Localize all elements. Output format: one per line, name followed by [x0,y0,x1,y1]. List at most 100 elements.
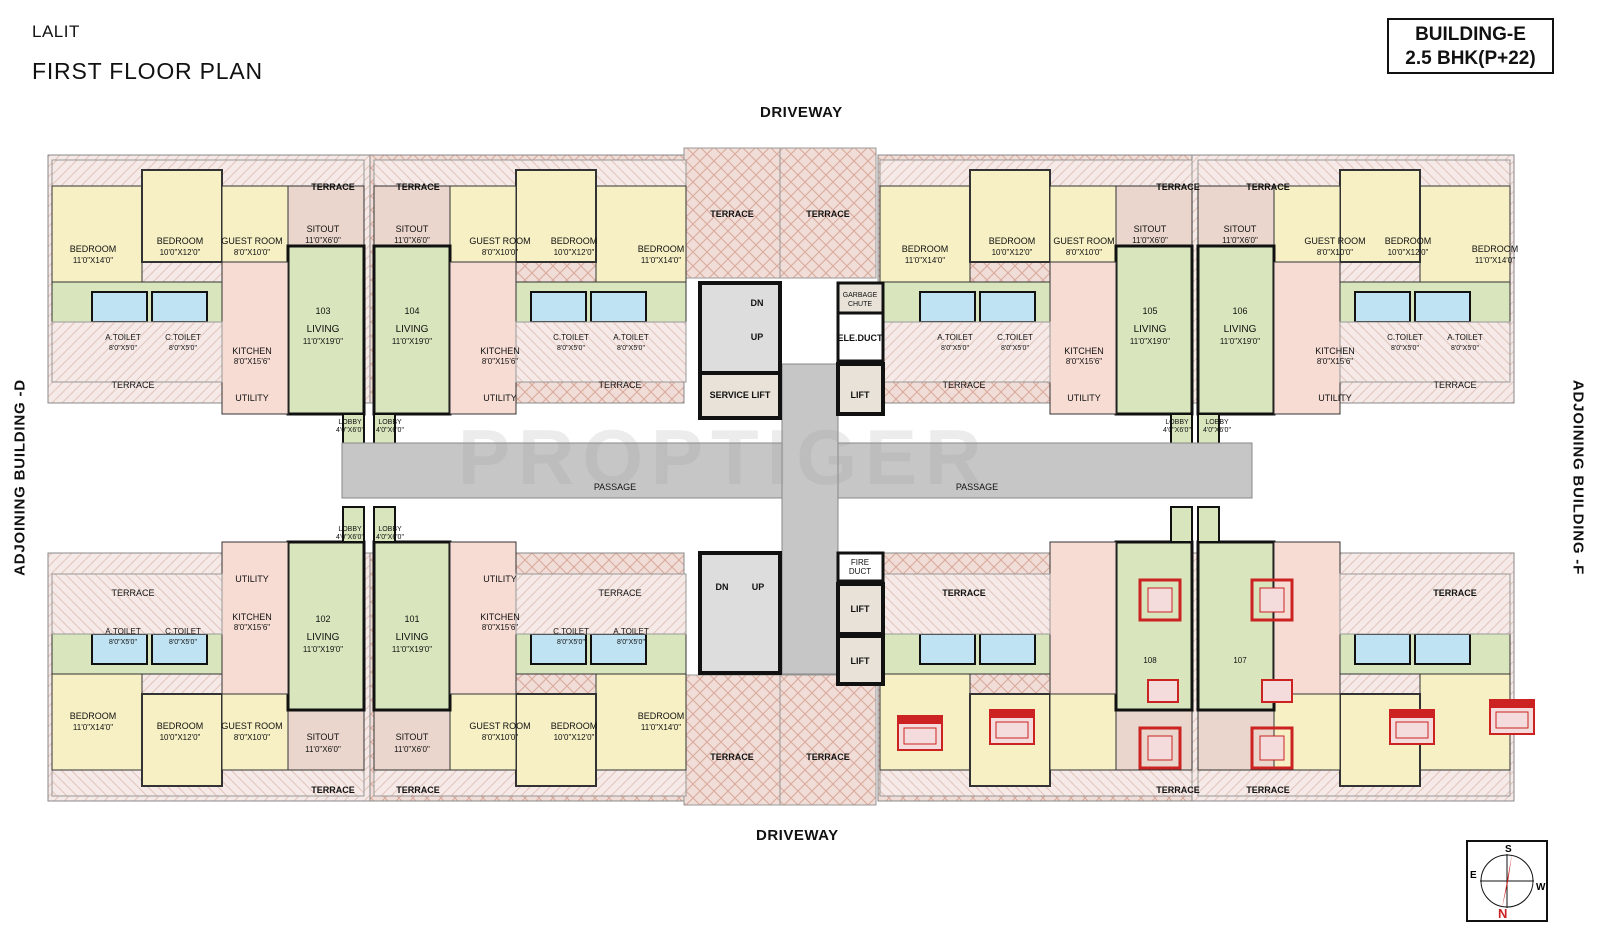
terrace-label: TERRACE [111,588,154,598]
a-toilet-label: A.TOILET [613,333,649,342]
lobby-label: LOBBY [378,419,402,426]
stair-dn-label: DN [751,298,764,308]
sitout-label: SITOUT [1134,224,1167,234]
a-toilet-label: A.TOILET [937,333,973,342]
living-label: LIVING [307,324,340,335]
guest-room-label: GUEST ROOM [221,721,282,731]
living-size: 11'0"X19'0" [303,645,343,654]
terrace-label: TERRACE [598,588,641,598]
sitout-size: 11'0"X6'0" [394,236,430,245]
utility-label: UTILITY [483,393,517,403]
toilet-size: 8'0"X5'0" [1451,345,1479,352]
core-terrace-label: TERRACE [806,752,850,762]
c-toilet-label: C.TOILET [165,627,201,636]
bedroom-label: BEDROOM [902,244,949,254]
terrace-label: TERRACE [1156,785,1200,795]
service-lift-label: SERVICE LIFT [710,390,771,400]
lobby-label: LOBBY [1205,419,1229,426]
c-toilet-label: C.TOILET [553,333,589,342]
guest-room-size: 8'0"X10'0" [234,733,270,742]
compass: S E W N [1466,840,1548,922]
unit-number-102: 102 [315,614,330,624]
garbage-chute-label: CHUTE [848,301,872,308]
kitchen-label: KITCHEN [232,612,272,622]
terrace-label: TERRACE [396,785,440,795]
unit-number-108: 108 [1143,656,1157,665]
compass-e: E [1470,870,1477,881]
kitchen-size: 8'0"X15'6" [482,357,518,366]
unit-number-104: 104 [404,306,419,316]
living-size: 11'0"X19'0" [1220,337,1260,346]
guest-room-size: 8'0"X10'0" [482,248,518,257]
living-size: 11'0"X19'0" [392,337,432,346]
bedroom-label: BEDROOM [157,236,204,246]
kitchen-size: 8'0"X15'6" [1066,357,1102,366]
toilet-size: 8'0"X5'0" [169,345,197,352]
terrace-label: TERRACE [1156,182,1200,192]
guest-room-label: GUEST ROOM [469,236,530,246]
unit-number-103: 103 [315,306,330,316]
terrace-label: TERRACE [942,588,986,598]
c-toilet-label: C.TOILET [1387,333,1423,342]
living-size: 11'0"X19'0" [303,337,343,346]
lift-label: LIFT [851,604,870,614]
bedroom-label: BEDROOM [157,721,204,731]
lobby-label: LOBBY [378,526,402,533]
toilet-size: 8'0"X5'0" [941,345,969,352]
compass-rose-icon: S E W N [1470,844,1546,921]
bedroom-size: 11'0"X14'0" [73,723,113,732]
kitchen-label: KITCHEN [1064,346,1104,356]
living-label: LIVING [396,324,429,335]
lift-label: LIFT [851,390,870,400]
guest-room-size: 8'0"X10'0" [1066,248,1102,257]
bedroom-label: BEDROOM [989,236,1036,246]
utility-label: UTILITY [235,574,269,584]
driveway-bottom-label: DRIVEWAY [756,827,839,844]
toilet-size: 8'0"X5'0" [1001,345,1029,352]
furniture-group [897,578,1535,770]
kitchen-label: KITCHEN [232,346,272,356]
c-toilet-label: C.TOILET [997,333,1033,342]
project-name: LALIT [32,22,80,41]
lift-label: LIFT [851,656,870,666]
lobby-size: 4'0"X6'0" [376,427,404,434]
sitout-label: SITOUT [307,224,340,234]
terrace-label: TERRACE [311,785,355,795]
terrace-label: TERRACE [1246,182,1290,192]
utility-label: UTILITY [1067,393,1101,403]
living-size: 11'0"X19'0" [1130,337,1170,346]
bedroom-label: BEDROOM [1472,244,1519,254]
toilet-size: 8'0"X5'0" [617,639,645,646]
toilet-size: 8'0"X5'0" [557,639,585,646]
sitout-label: SITOUT [1224,224,1257,234]
living-size: 11'0"X19'0" [392,645,432,654]
guest-room-label: GUEST ROOM [469,721,530,731]
guest-room-size: 8'0"X10'0" [482,733,518,742]
lobby-label: LOBBY [338,419,362,426]
core-terrace-label: TERRACE [710,752,754,762]
toilet-size: 8'0"X5'0" [617,345,645,352]
lobby-size: 4'0"X6'0" [336,534,364,541]
utility-label: UTILITY [235,393,269,403]
core-terrace-label: TERRACE [710,209,754,219]
lobby-size: 4'0"X6'0" [336,427,364,434]
kitchen-size: 8'0"X15'6" [482,623,518,632]
kitchen-label: KITCHEN [480,612,520,622]
bedroom-label: BEDROOM [638,711,685,721]
unit-number-101: 101 [404,614,419,624]
terrace-label: TERRACE [111,380,154,390]
fire-duct-label: FIRE [851,558,869,567]
toilet-size: 8'0"X5'0" [109,345,137,352]
building-name: BUILDING-E [1415,24,1526,45]
bedroom-size: 10'0"X12'0" [1388,248,1429,257]
bedroom-size: 11'0"X14'0" [641,256,681,265]
terrace-label: TERRACE [396,182,440,192]
unit-number-106: 106 [1232,306,1247,316]
kitchen-label: KITCHEN [480,346,520,356]
a-toilet-label: A.TOILET [613,627,649,636]
kitchen-size: 8'0"X15'6" [234,357,270,366]
sitout-label: SITOUT [396,224,429,234]
core-terrace-label: TERRACE [806,209,850,219]
plan-title: FIRST FLOOR PLAN [32,58,263,84]
lobby-label: LOBBY [1165,419,1189,426]
